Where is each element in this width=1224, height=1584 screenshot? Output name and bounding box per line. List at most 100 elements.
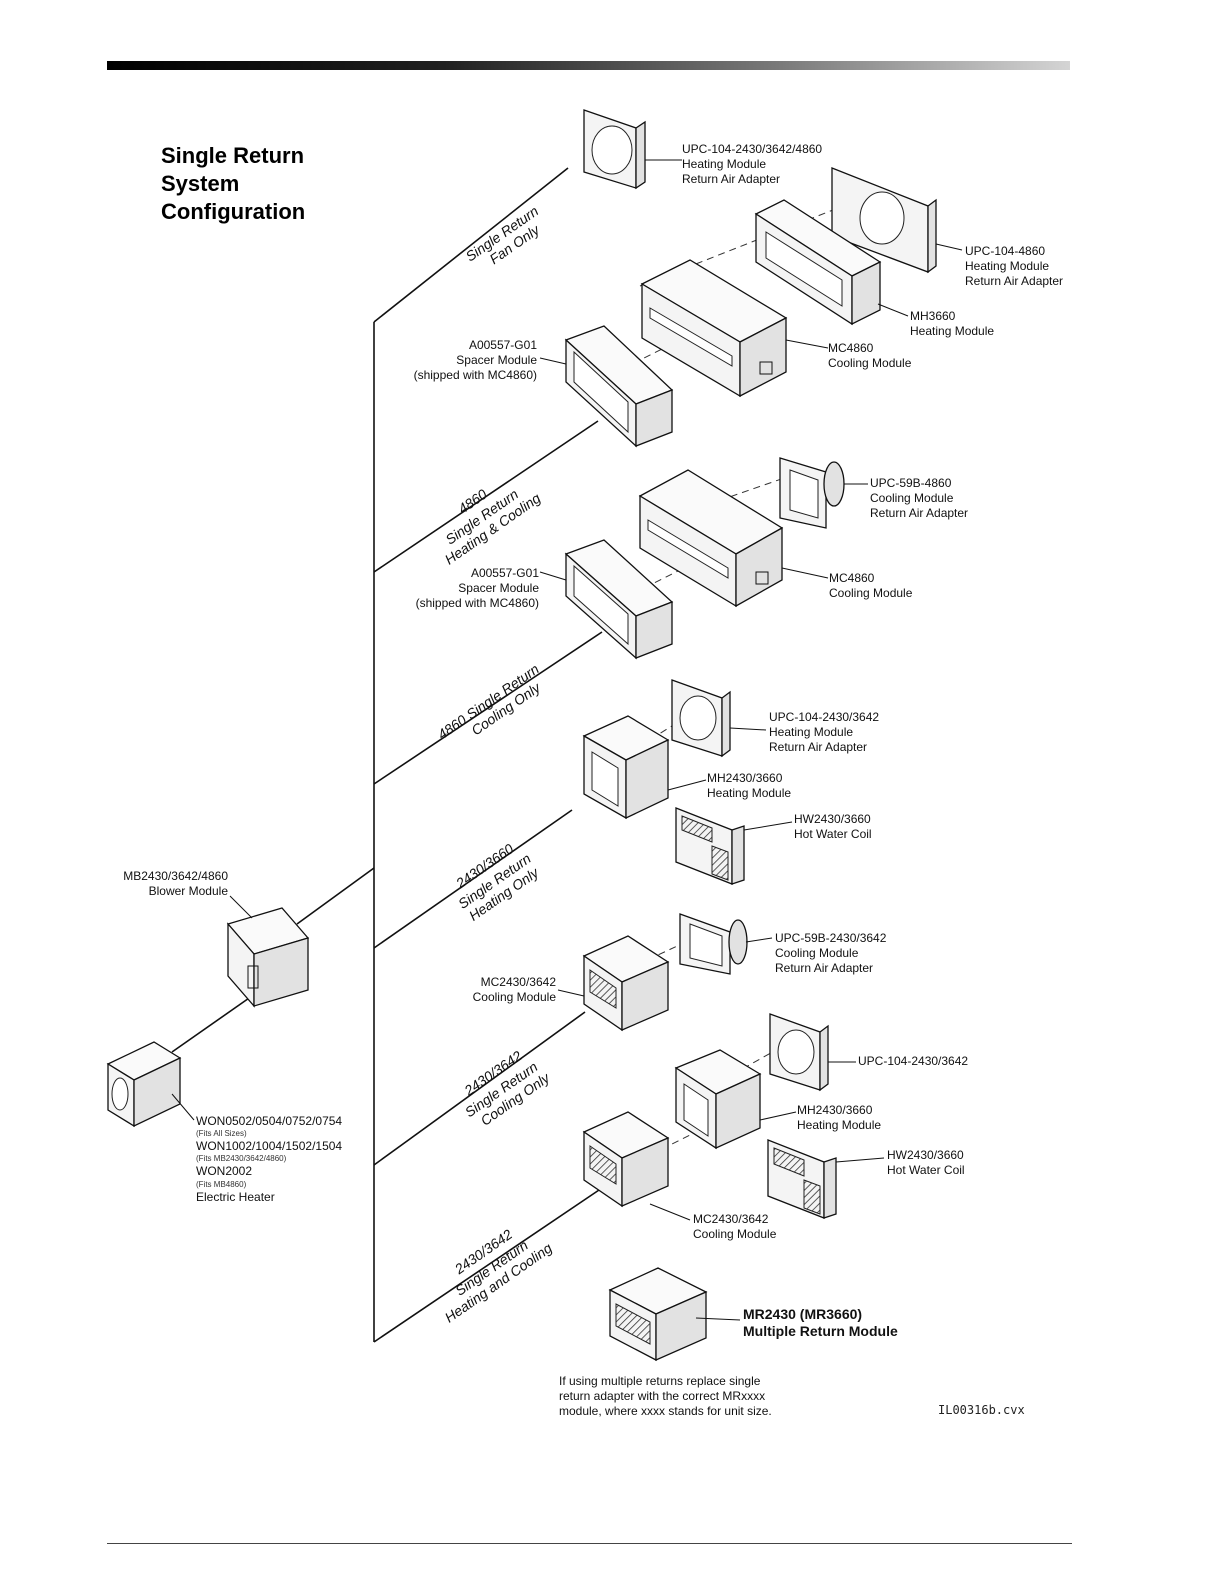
svg-text:MC2430/3642: MC2430/3642 [693, 1212, 769, 1226]
label-upc104-all: UPC-104-2430/3642/4860 Heating Module Re… [682, 142, 822, 186]
svg-text:(shipped with MC4860): (shipped with MC4860) [414, 368, 537, 382]
label-hw2430-b: HW2430/3660 Hot Water Coil [887, 1148, 965, 1177]
svg-text:return adapter with the correc: return adapter with the correct MRxxxx [559, 1389, 765, 1403]
upc59b-4860-adapter [779, 457, 868, 529]
page-title: Single Return System Configuration [161, 142, 305, 226]
mh2430-heating-module-b [674, 1049, 797, 1150]
svg-text:Spacer Module: Spacer Module [458, 581, 539, 595]
svg-text:Spacer Module: Spacer Module [456, 353, 537, 367]
branch-label-2430-heating-only: 2430/3660 Single Return Heating Only [452, 840, 542, 924]
label-mc2430-b: MC2430/3642 Cooling Module [693, 1212, 777, 1241]
svg-text:WON2002: WON2002 [196, 1164, 252, 1178]
svg-text:Blower Module: Blower Module [149, 884, 229, 898]
svg-text:MH2430/3660: MH2430/3660 [707, 771, 783, 785]
label-mh3660: MH3660 Heating Module [910, 309, 994, 338]
mc4860-cooling-module-b [638, 469, 829, 608]
svg-text:(Fits All Sizes): (Fits All Sizes) [196, 1129, 247, 1138]
label-hw2430-a: HW2430/3660 Hot Water Coil [794, 812, 872, 841]
label-mh2430-a: MH2430/3660 Heating Module [707, 771, 791, 800]
trunk-lines [171, 167, 603, 1343]
label-upc59b-4860: UPC-59B-4860 Cooling Module Return Air A… [870, 476, 968, 520]
branch-label-4860-cooling-only: 4860 Single Return Cooling Only [435, 660, 544, 742]
label-upc104-2430-b: UPC-104-2430/3642 [858, 1054, 968, 1068]
svg-text:UPC-104-4860: UPC-104-4860 [965, 244, 1045, 258]
svg-text:(shipped with MC4860): (shipped with MC4860) [416, 596, 539, 610]
svg-text:Heating Module: Heating Module [707, 786, 791, 800]
multiple-return-note: If using multiple returns replace single… [559, 1374, 772, 1418]
upc59b-2430-adapter [679, 913, 773, 975]
svg-text:MH3660: MH3660 [910, 309, 956, 323]
label-mc4860-a: MC4860 Cooling Module [828, 341, 912, 370]
svg-text:UPC-104-2430/3642/4860: UPC-104-2430/3642/4860 [682, 142, 822, 156]
svg-text:Multiple Return Module: Multiple Return Module [743, 1323, 898, 1339]
branch-label-4860-heating-cooling: 4860 Single Return Heating & Cooling [442, 486, 544, 568]
branch-label-2430-heating-and-cooling: 2430/3642 Single Return Heating and Cool… [442, 1226, 555, 1326]
title-line-2: System [161, 171, 240, 196]
svg-text:Hot Water Coil: Hot Water Coil [887, 1163, 965, 1177]
svg-text:A00557-G01: A00557-G01 [471, 566, 539, 580]
spacer-module-b [539, 539, 674, 660]
label-spacer-a: A00557-G01 Spacer Module (shipped with M… [414, 338, 538, 382]
label-electric-heater: WON0502/0504/0752/0754 (Fits All Sizes) … [196, 1114, 342, 1204]
svg-text:A00557-G01: A00557-G01 [469, 338, 537, 352]
svg-text:Heating Module: Heating Module [965, 259, 1049, 273]
electric-heater-module [106, 1041, 195, 1128]
svg-text:Heating Module: Heating Module [682, 157, 766, 171]
svg-text:If using multiple returns repl: If using multiple returns replace single [559, 1374, 761, 1388]
label-mr2430: MR2430 (MR3660) Multiple Return Module [743, 1306, 898, 1339]
svg-text:MC2430/3642: MC2430/3642 [481, 975, 557, 989]
mh2430-heating-module-a [582, 715, 707, 820]
branch-label-2430-cooling-only: 2430/3642 Single Return Cooling Only [461, 1047, 554, 1128]
svg-text:Heating Module: Heating Module [910, 324, 994, 338]
svg-text:HW2430/3660: HW2430/3660 [794, 812, 871, 826]
svg-text:Cooling Module: Cooling Module [828, 356, 912, 370]
svg-text:MR2430 (MR3660): MR2430 (MR3660) [743, 1306, 862, 1322]
svg-text:Return Air Adapter: Return Air Adapter [775, 961, 873, 975]
branch-label-fan-only: Single Return Fan Only [463, 203, 543, 268]
upc104-2430-frame-a [671, 679, 767, 758]
svg-text:Return Air Adapter: Return Air Adapter [682, 172, 780, 186]
upc104-4860-frame [831, 167, 963, 274]
spacer-module-a [539, 325, 674, 448]
mh3660-heating-module [754, 199, 909, 326]
svg-text:Electric Heater: Electric Heater [196, 1190, 275, 1204]
label-mc2430-a: MC2430/3642 Cooling Module [473, 975, 557, 1004]
hw2430-hot-water-coil-a [675, 807, 793, 885]
label-mc4860-b: MC4860 Cooling Module [829, 571, 913, 600]
svg-text:Cooling Module: Cooling Module [870, 491, 954, 505]
label-upc59b-2430: UPC-59B-2430/3642 Cooling Module Return … [775, 931, 887, 975]
svg-text:WON1002/1004/1502/1504: WON1002/1004/1502/1504 [196, 1139, 342, 1153]
mc2430-cooling-module-a [557, 935, 670, 1032]
svg-text:Heating Module: Heating Module [797, 1118, 881, 1132]
svg-text:Return Air Adapter: Return Air Adapter [870, 506, 968, 520]
drawing-id: IL00316b.cvx [938, 1403, 1025, 1417]
hw2430-hot-water-coil-b [767, 1139, 885, 1219]
upc104-2430-frame-b [769, 1013, 856, 1092]
title-line-1: Single Return [161, 143, 305, 168]
svg-text:Hot Water Coil: Hot Water Coil [794, 827, 872, 841]
svg-text:MH2430/3660: MH2430/3660 [797, 1103, 873, 1117]
svg-text:(Fits MB2430/3642/4860): (Fits MB2430/3642/4860) [196, 1154, 287, 1163]
header-gradient-bar [107, 61, 1070, 70]
svg-text:Return Air Adapter: Return Air Adapter [965, 274, 1063, 288]
upc104-heating-adapter-frame [583, 109, 682, 190]
svg-text:MB2430/3642/4860: MB2430/3642/4860 [123, 869, 228, 883]
svg-text:MC4860: MC4860 [828, 341, 874, 355]
svg-text:MC4860: MC4860 [829, 571, 875, 585]
label-mh2430-b: MH2430/3660 Heating Module [797, 1103, 881, 1132]
footer-rule [107, 1543, 1072, 1544]
svg-text:Return Air Adapter: Return Air Adapter [769, 740, 867, 754]
svg-text:UPC-59B-2430/3642: UPC-59B-2430/3642 [775, 931, 887, 945]
label-spacer-b: A00557-G01 Spacer Module (shipped with M… [416, 566, 540, 610]
mr2430-multiple-return-module [608, 1267, 741, 1362]
svg-text:UPC-59B-4860: UPC-59B-4860 [870, 476, 952, 490]
svg-text:UPC-104-2430/3642: UPC-104-2430/3642 [769, 710, 879, 724]
svg-text:Cooling Module: Cooling Module [473, 990, 557, 1004]
svg-text:(Fits MB4860): (Fits MB4860) [196, 1180, 247, 1189]
svg-text:Cooling Module: Cooling Module [829, 586, 913, 600]
mc2430-cooling-module-b [582, 1111, 691, 1221]
mb-blower-module [226, 895, 310, 1008]
svg-text:HW2430/3660: HW2430/3660 [887, 1148, 964, 1162]
svg-text:WON0502/0504/0752/0754: WON0502/0504/0752/0754 [196, 1114, 342, 1128]
